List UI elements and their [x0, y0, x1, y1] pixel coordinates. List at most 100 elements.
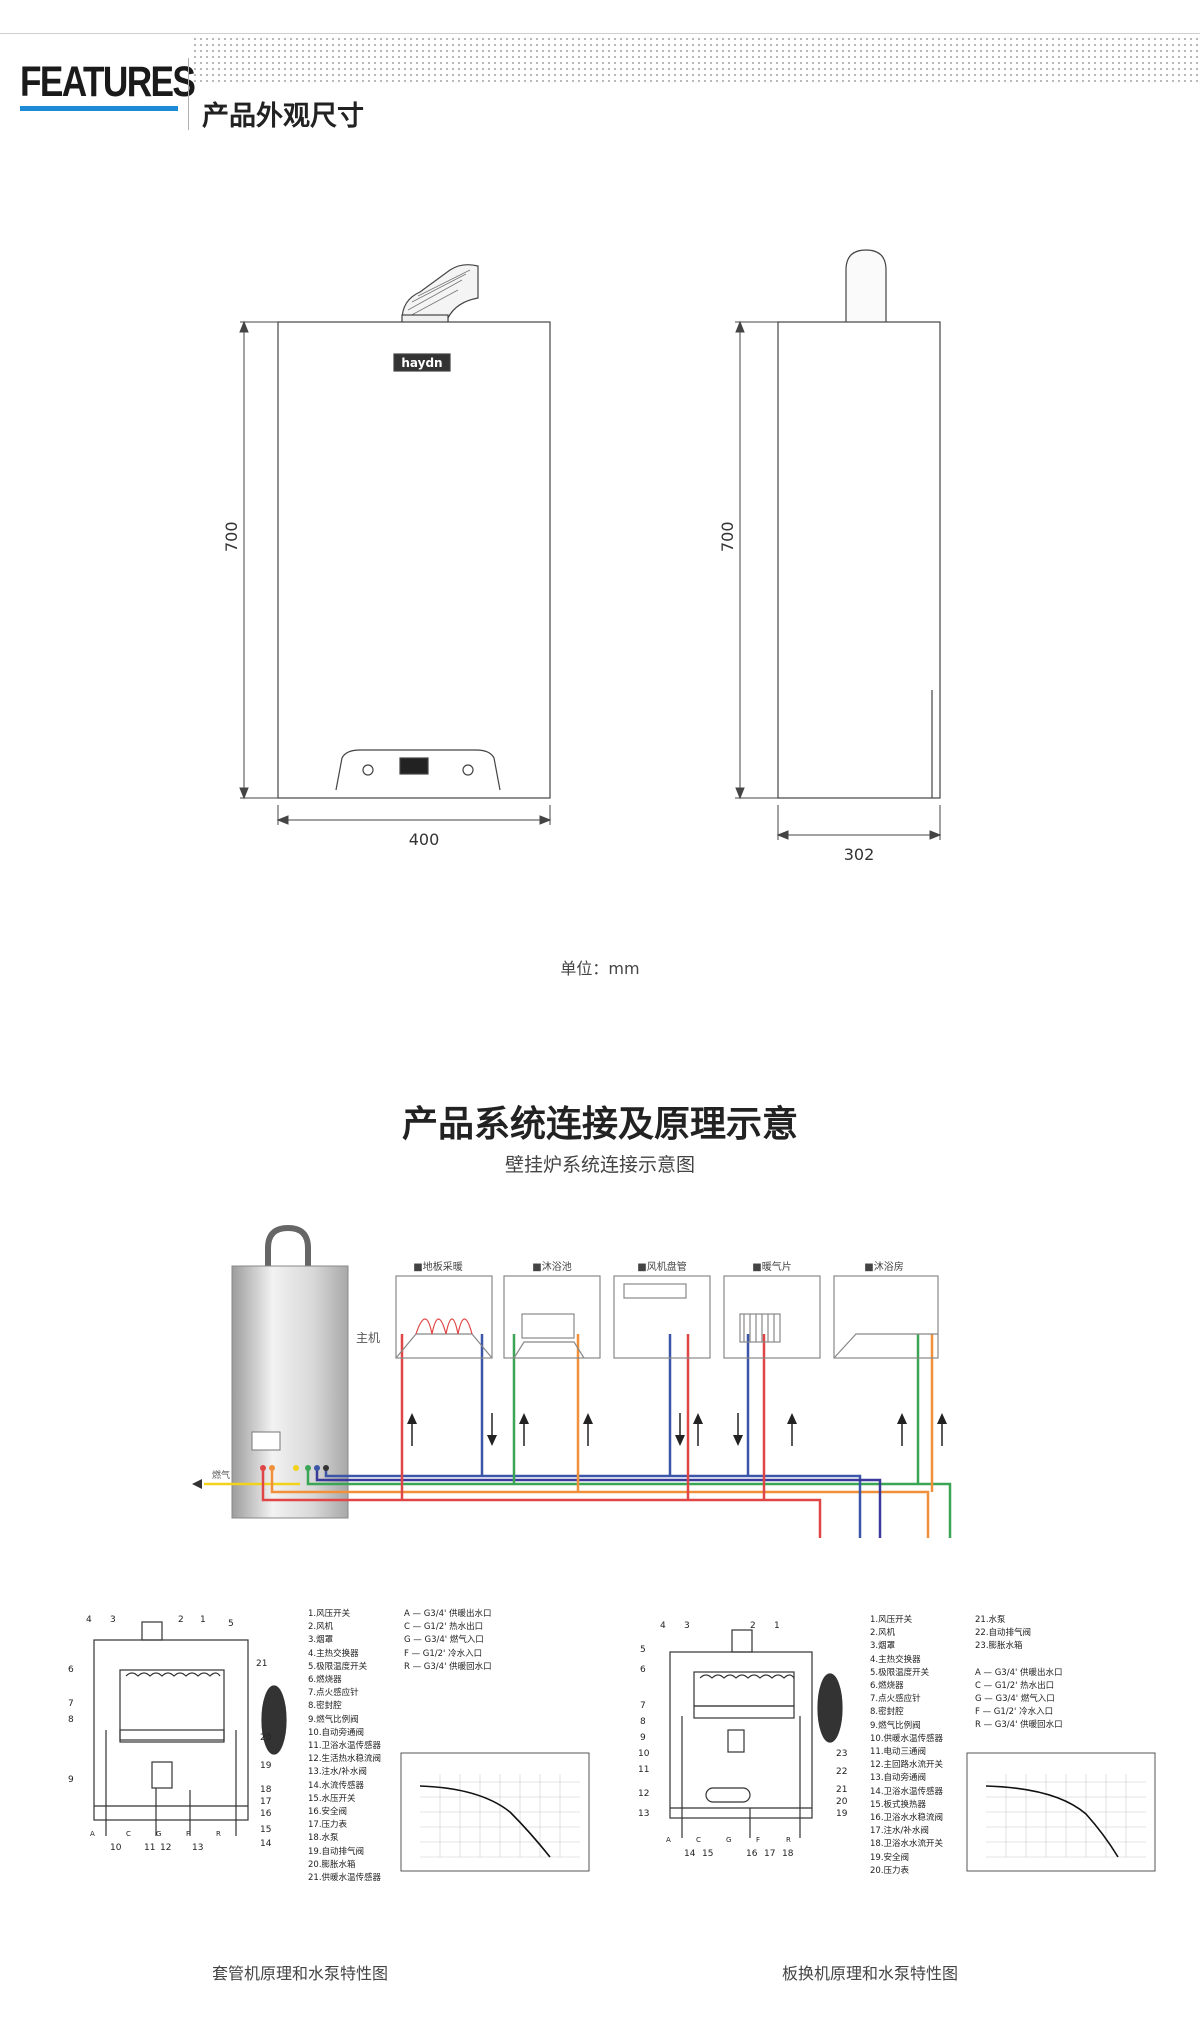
right-callout-5: 5 — [640, 1645, 646, 1655]
right-callout-1: 1 — [774, 1621, 780, 1631]
left-principle-diagram: 4 3 2 1 5 6 7 8 9 21 20 19 18 17 16 15 1… — [68, 1615, 287, 1853]
left-port-A: A — [90, 1830, 95, 1838]
features-underline — [20, 106, 178, 111]
right-part-3: 3.烟罩 — [870, 1641, 896, 1652]
right-port-G: G — [726, 1836, 731, 1844]
right-port-desc-C: C — G1/2' 热水出口 — [975, 1680, 1055, 1691]
left-part-13: 13.注水/补水阀 — [308, 1767, 367, 1778]
right-part-4: 4.主热交换器 — [870, 1654, 921, 1665]
left-part-11: 11.卫浴水温传感器 — [308, 1741, 382, 1752]
left-part-5: 5.极限温度开关 — [308, 1661, 368, 1672]
left-part-8: 8.密封腔 — [308, 1701, 342, 1712]
left-callout-17: 17 — [260, 1797, 271, 1807]
left-part-7: 7.点火感应针 — [308, 1688, 359, 1699]
right-callout-9: 9 — [640, 1733, 646, 1743]
left-part-19: 19.自动排气阀 — [308, 1846, 365, 1857]
right-callout-20: 20 — [836, 1797, 848, 1807]
left-part-17: 17.压力表 — [308, 1820, 348, 1831]
right-part-17: 17.注水/补水阀 — [870, 1826, 929, 1837]
left-callout-13: 13 — [192, 1843, 203, 1853]
left-part-15: 15.水压开关 — [308, 1793, 356, 1804]
left-port-C: C — [126, 1830, 131, 1838]
right-part-5: 5.极限温度开关 — [870, 1667, 930, 1678]
front-height-label: 700 — [222, 521, 241, 552]
side-view — [777, 249, 941, 799]
left-part-21: 21.供暖水温传感器 — [308, 1873, 382, 1884]
right-port-R: R — [786, 1836, 791, 1844]
left-callout-18: 18 — [260, 1785, 272, 1795]
left-port-R: R — [216, 1830, 221, 1838]
right-callout-11: 11 — [638, 1765, 649, 1775]
system-title: 产品系统连接及原理示意 — [401, 1104, 798, 1145]
left-part-3: 3.烟罩 — [308, 1635, 334, 1646]
right-part-16: 16.卫浴水水稳流阀 — [870, 1813, 944, 1824]
left-port-desc-R: R — G3/4' 供暖回水口 — [404, 1661, 492, 1672]
left-callout-1: 1 — [200, 1615, 206, 1625]
room-label-floor-heating: ■地板采暖 — [413, 1260, 462, 1273]
left-callout-2: 2 — [178, 1615, 184, 1625]
right-principle-diagram: 4 3 2 1 5 6 7 8 9 10 11 12 13 23 22 21 2… — [638, 1621, 848, 1859]
left-part-20: 20.膨胀水箱 — [308, 1859, 356, 1870]
right-caption: 板换机原理和水泵特性图 — [781, 1964, 958, 1983]
right-callout-13: 13 — [638, 1809, 649, 1819]
left-callout-15: 15 — [260, 1825, 271, 1835]
left-callout-21: 21 — [256, 1659, 267, 1669]
left-callout-8: 8 — [68, 1715, 74, 1725]
left-callout-7: 7 — [68, 1699, 74, 1709]
right-part-15: 15.板式换热器 — [870, 1799, 927, 1810]
main-unit-boiler — [231, 1224, 349, 1519]
right-part-11: 11.电动三通阀 — [870, 1747, 927, 1758]
front-width-label: 400 — [408, 830, 440, 849]
right-callout-14: 14 — [684, 1849, 696, 1859]
right-part-14: 14.卫浴水温传感器 — [870, 1786, 944, 1797]
right-part-10: 10.供暖水温传感器 — [870, 1733, 944, 1744]
left-part-16: 16.安全阀 — [308, 1807, 348, 1818]
gas-label: 燃气 — [212, 1469, 230, 1481]
room-label-fan-coil: ■风机盘管 — [637, 1260, 686, 1273]
right-part-18: 18.卫浴水水流开关 — [870, 1839, 944, 1850]
header-dot-pattern — [192, 36, 1200, 84]
right-part-6: 6.燃烧器 — [870, 1681, 904, 1692]
right-part-8: 8.密封腔 — [870, 1707, 904, 1718]
room-label-shower-room: ■沐浴房 — [864, 1260, 903, 1273]
right-callout-22: 22 — [836, 1767, 847, 1777]
right-callout-2: 2 — [750, 1621, 756, 1631]
section-title: 产品外观尺寸 — [202, 101, 364, 132]
right-callout-10: 10 — [638, 1749, 650, 1759]
right-port-desc-R: R — G3/4' 供暖回水口 — [975, 1720, 1063, 1731]
left-part-18: 18.水泵 — [308, 1833, 339, 1844]
left-port-desc-F: F — G1/2' 冷水入口 — [404, 1648, 483, 1659]
right-part-1: 1.风压开关 — [870, 1615, 913, 1625]
right-part-22: 22.自动排气阀 — [975, 1628, 1032, 1639]
left-pump-curve — [400, 1752, 590, 1872]
left-callout-9: 9 — [68, 1775, 74, 1785]
left-part-1: 1.风压开关 — [308, 1609, 351, 1619]
room-label-bath-pool: ■沐浴池 — [532, 1260, 571, 1273]
left-part-14: 14.水流传感器 — [308, 1780, 365, 1791]
left-callout-20: 20 — [260, 1733, 272, 1743]
side-height-label: 700 — [718, 521, 737, 552]
right-port-desc-G: G — G3/4' 燃气入口 — [975, 1694, 1055, 1705]
header-top-rule — [0, 33, 1200, 34]
front-view — [277, 264, 551, 799]
right-callout-19: 19 — [836, 1809, 848, 1819]
features-label: FEATURES — [20, 58, 196, 106]
left-part-10: 10.自动旁通阀 — [308, 1727, 365, 1738]
right-callout-3: 3 — [684, 1621, 690, 1631]
left-port-desc-G: G — G3/4' 燃气入口 — [404, 1635, 484, 1646]
right-callout-8: 8 — [640, 1717, 646, 1727]
left-port-G: G — [156, 1830, 161, 1838]
right-port-desc-A: A — G3/4' 供暖出水口 — [975, 1667, 1063, 1678]
right-callout-23: 23 — [836, 1749, 847, 1759]
right-port-A: A — [666, 1836, 671, 1844]
left-callout-19: 19 — [260, 1761, 272, 1771]
right-part-13: 13.自动旁通阀 — [870, 1773, 927, 1784]
main-unit-label: 主机 — [356, 1331, 380, 1345]
left-part-9: 9.燃气比例阀 — [308, 1714, 359, 1725]
right-callout-7: 7 — [640, 1701, 646, 1711]
right-parts-extra-list: 21.水泵 22.自动排气阀 23.膨胀水箱 A — G3/4' 供暖出水口 C… — [975, 1614, 1063, 1733]
left-callout-6: 6 — [68, 1665, 74, 1675]
left-callout-12: 12 — [160, 1843, 171, 1853]
right-callout-12: 12 — [638, 1789, 649, 1799]
system-subtitle: 壁挂炉系统连接示意图 — [504, 1154, 695, 1176]
